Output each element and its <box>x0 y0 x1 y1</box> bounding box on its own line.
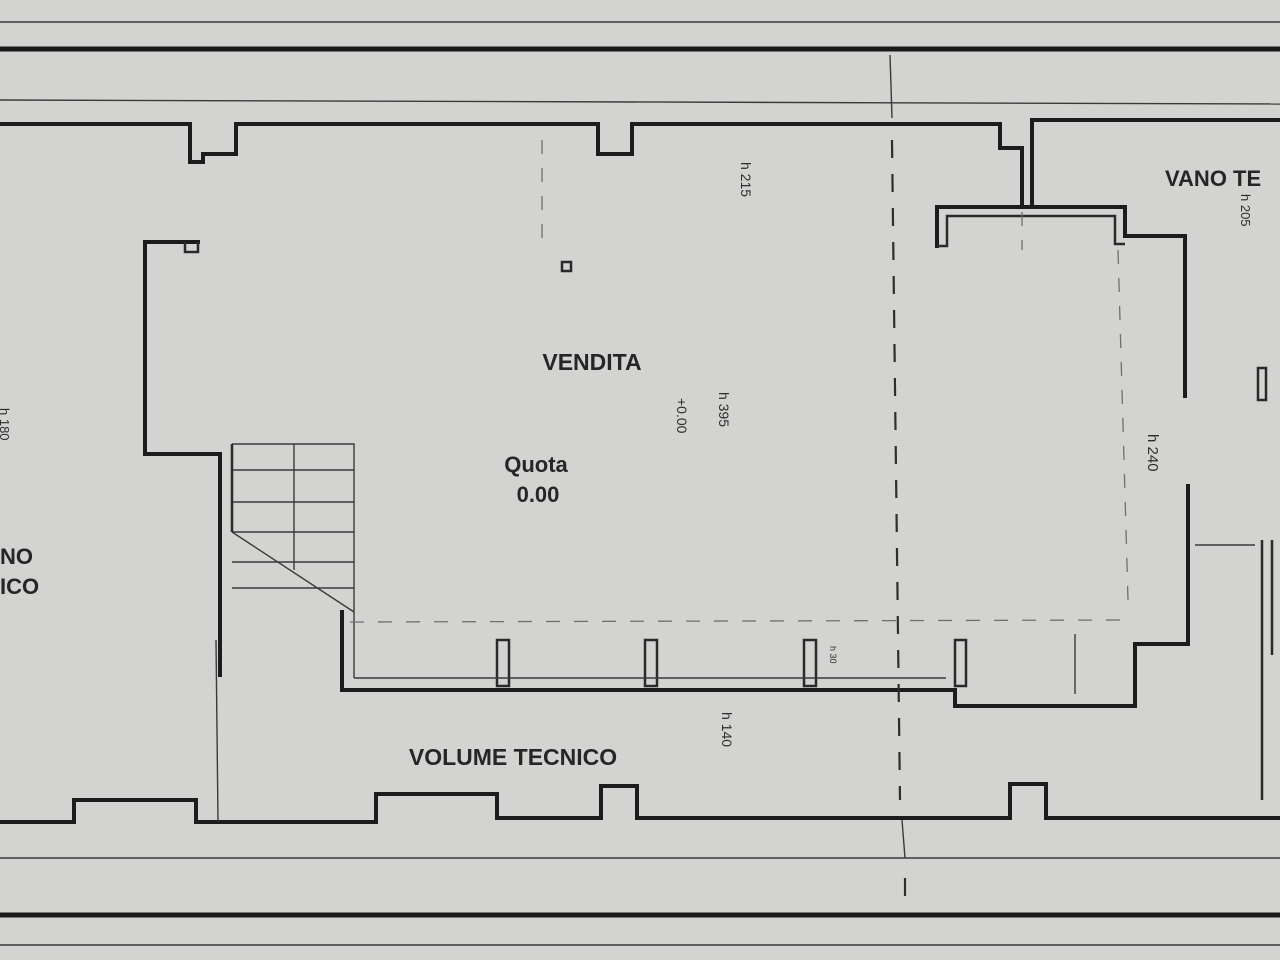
level-label: +0.00 <box>674 398 690 434</box>
quota-value: 0.00 <box>517 482 560 507</box>
wall-bottom-inner <box>340 484 1190 708</box>
wall-top-right-room <box>1030 118 1280 207</box>
room-label-vano-tecnico-left-2: ICO <box>0 574 39 599</box>
axis-dashed-vertical <box>890 139 902 801</box>
grid-line-top <box>0 99 1280 105</box>
quota-title: Quota <box>504 452 568 477</box>
grid-line-vertical-bottom <box>901 819 906 859</box>
wall-left-inner <box>143 240 222 677</box>
height-label-140: h 140 <box>719 712 735 747</box>
room-label-vano-tecnico-right: VANO TE <box>1165 166 1261 191</box>
pilasters-bottom <box>495 638 968 688</box>
room-label-vano-tecnico-left-1: NO <box>0 544 33 569</box>
wall-far-right <box>1256 366 1274 800</box>
wall-bottom-exterior <box>0 782 1280 824</box>
dashed-line-horizontal <box>349 619 1131 623</box>
wall-top-exterior <box>0 122 1024 207</box>
wall-right-room <box>935 205 1187 398</box>
grid-line-vertical-top <box>889 54 893 119</box>
room-label-volume-tecnico: VOLUME TECNICO <box>409 744 617 770</box>
dashed-line-right-inner <box>1117 249 1129 601</box>
height-label-395: h 395 <box>716 392 732 427</box>
height-label-180: h 180 <box>0 408 12 441</box>
height-label-215: h 215 <box>738 162 754 197</box>
room-label-vendita: VENDITA <box>542 349 641 375</box>
height-label-small: h 30 <box>828 646 838 664</box>
column-symbol <box>560 260 573 273</box>
left-inner-boundary <box>215 639 219 823</box>
height-label-240: h 240 <box>1144 434 1161 472</box>
wall-left-jamb <box>183 242 200 254</box>
height-label-205: h 205 <box>1238 194 1253 227</box>
wall-right-jamb <box>937 214 1125 248</box>
staircase <box>230 443 355 613</box>
